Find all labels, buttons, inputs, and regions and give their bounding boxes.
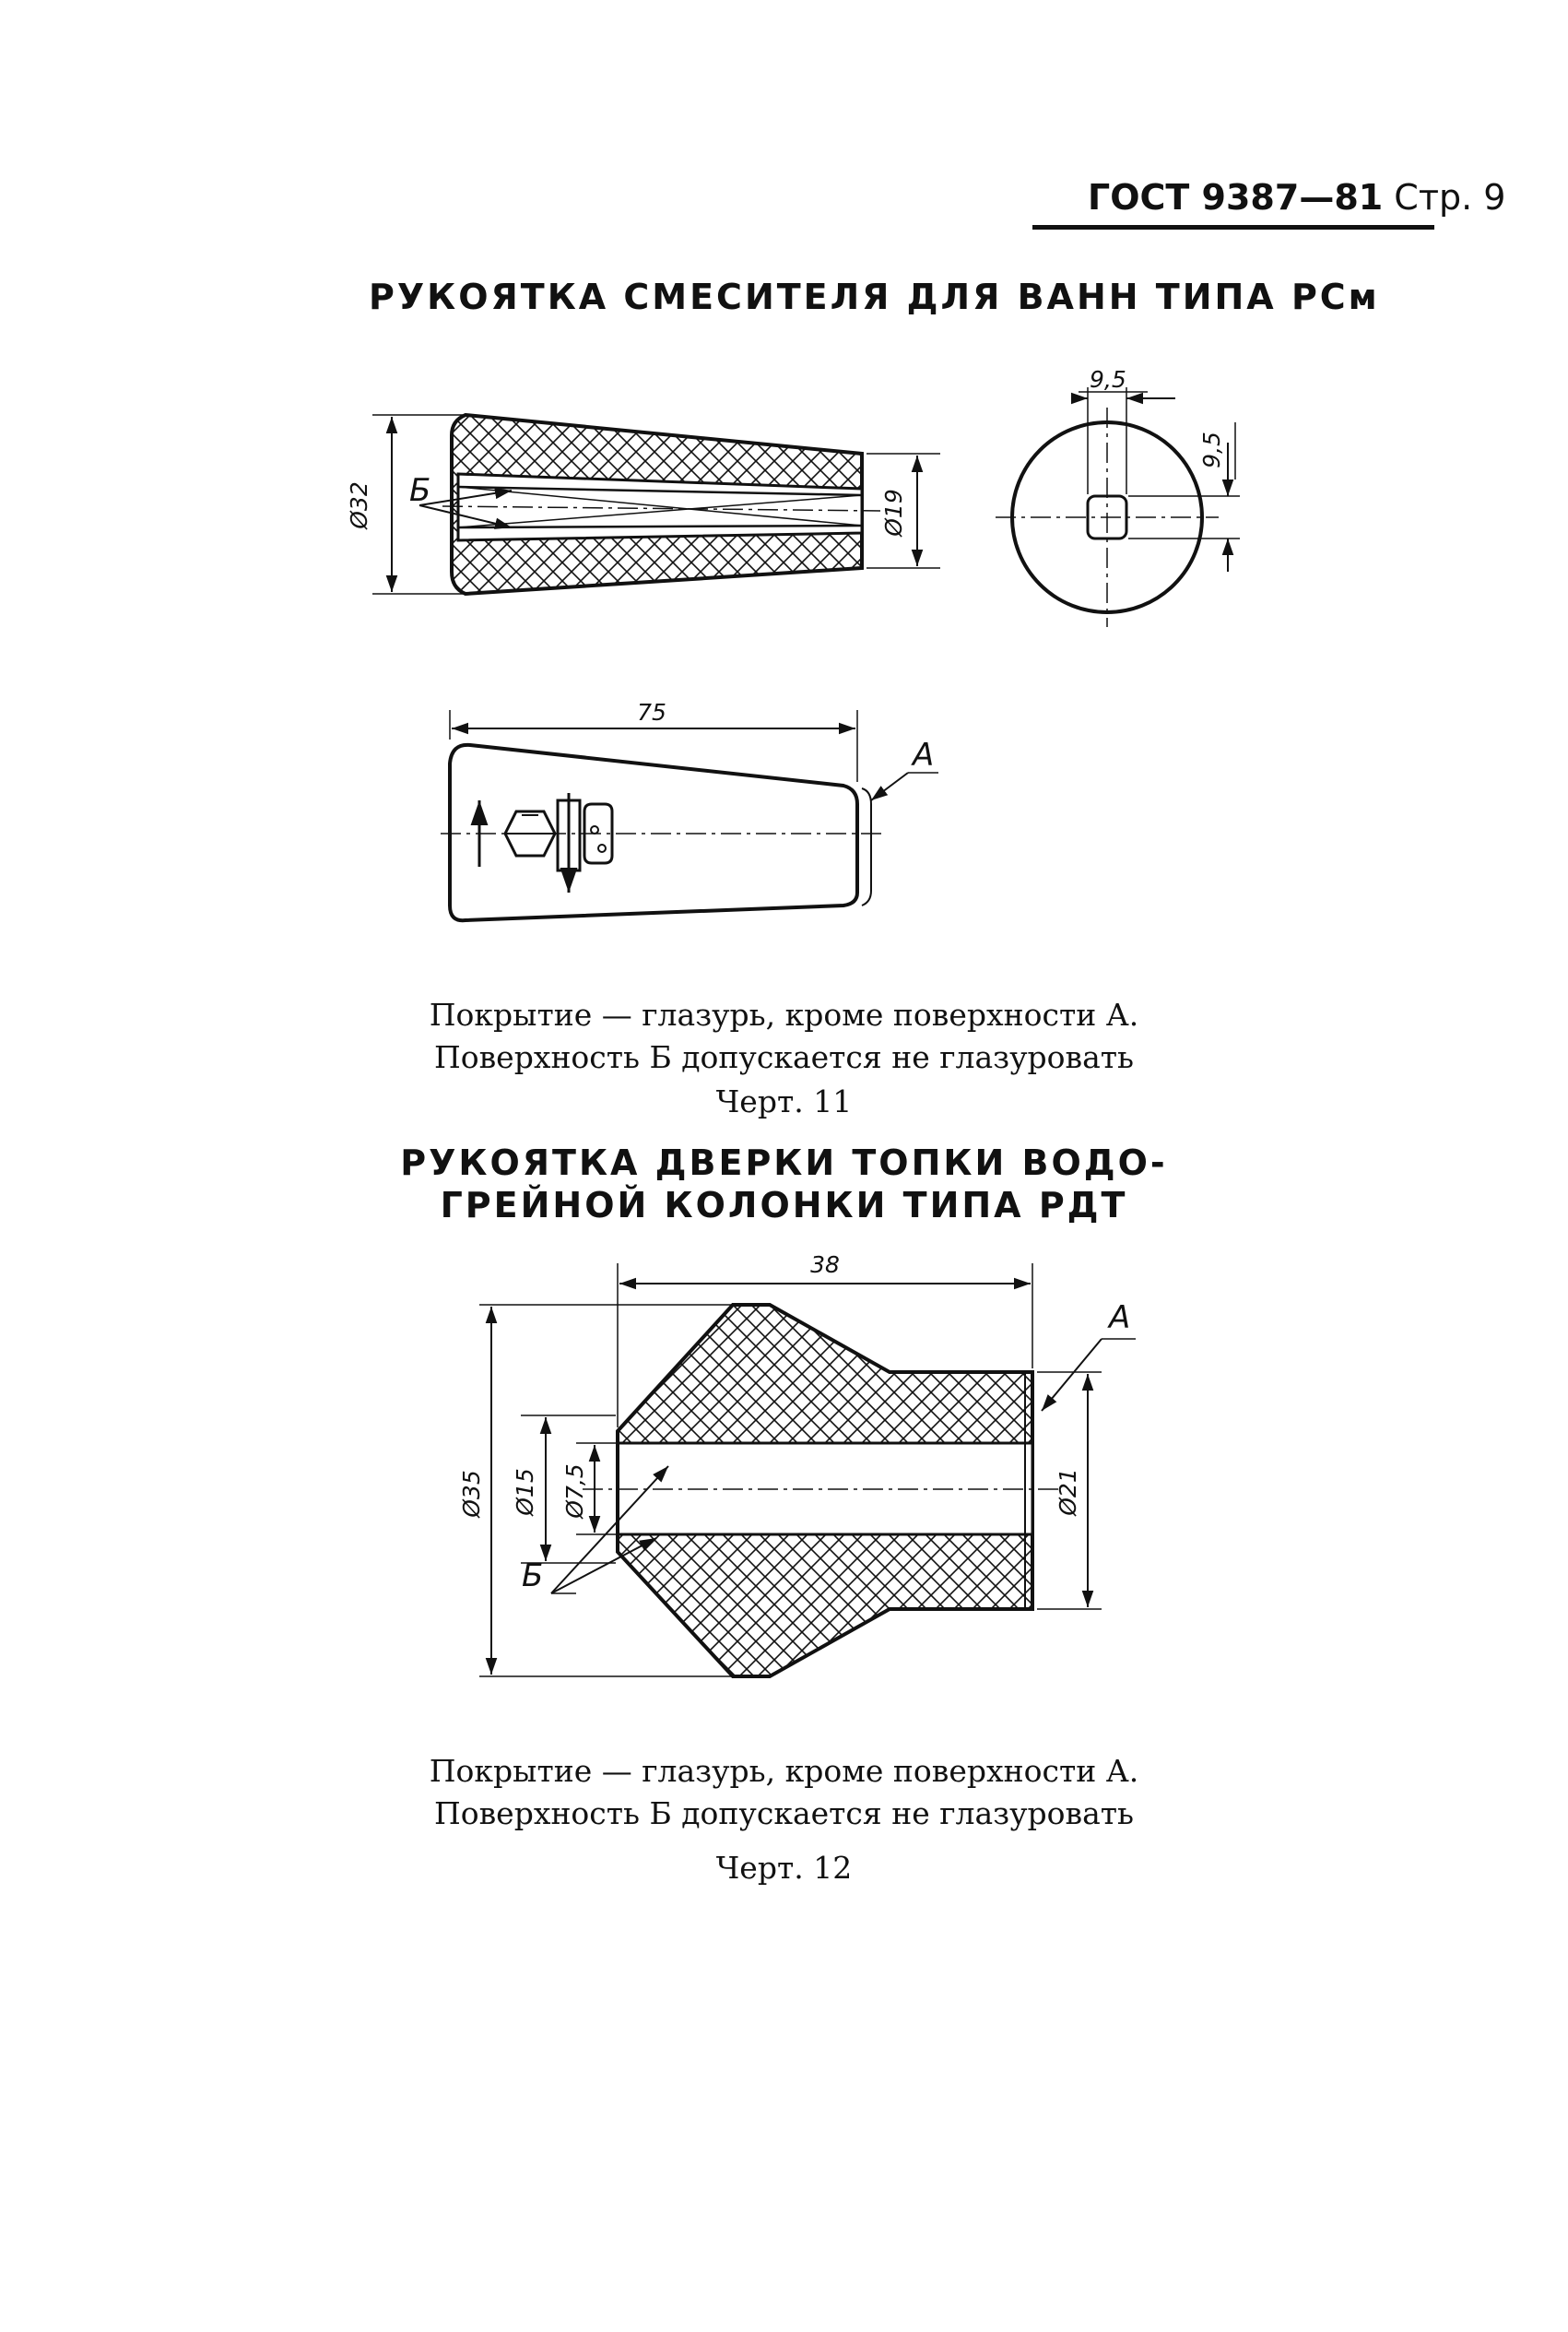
- section2-note-line2: Поверхность Б допускается не глазуровать: [433, 1795, 1135, 1831]
- dim-d-small: Ø19: [880, 489, 907, 538]
- dim12-d-neck: Ø21: [1055, 1468, 1081, 1517]
- section1-title: РУКОЯТКА СМЕСИТЕЛЯ ДЛЯ ВАНН ТИПА РСм: [369, 277, 1380, 317]
- section2-note-line1: Покрытие — глазурь, кроме поверхности А.: [429, 1753, 1139, 1789]
- dim12-d-inner: Ø7,5: [561, 1463, 588, 1519]
- section2-title-line1: РУКОЯТКА ДВЕРКИ ТОПКИ ВОДО-: [400, 1142, 1168, 1183]
- dim-d-large: Ø32: [346, 481, 372, 530]
- section1-note: Покрытие — глазурь, кроме поверхности А.…: [0, 994, 1568, 1079]
- drawing11-plan-view: [441, 710, 938, 923]
- dim12-d-bore: Ø15: [512, 1468, 538, 1517]
- section2-title-line2: ГРЕЙНОЙ КОЛОНКИ ТИПА РДТ: [440, 1185, 1128, 1225]
- dim12-length: 38: [810, 1251, 840, 1278]
- dim-square-h: 9,5: [1198, 432, 1225, 468]
- header-rule: [1032, 225, 1434, 230]
- drawing12-section: [479, 1263, 1136, 1678]
- drawing11-end-view: [996, 387, 1240, 627]
- page-header: ГОСТ 9387—81 Стр. 9: [1088, 177, 1505, 218]
- label-surface-a-2: А: [1107, 1299, 1130, 1336]
- dim-square-w: 9,5: [1090, 366, 1126, 393]
- dim12-d-outer: Ø35: [458, 1470, 485, 1519]
- label-surface-b-1: Б: [409, 472, 430, 509]
- label-surface-a-1: А: [911, 737, 934, 774]
- dim-length: 75: [637, 699, 666, 726]
- section1-note-line2: Поверхность Б допускается не глазуровать: [433, 1039, 1135, 1075]
- section2-note: Покрытие — глазурь, кроме поверхности А.…: [0, 1750, 1568, 1835]
- section1-caption: Черт. 11: [715, 1083, 853, 1119]
- page-number: Стр. 9: [1394, 177, 1506, 218]
- section1-note-line1: Покрытие — глазурь, кроме поверхности А.: [429, 997, 1139, 1033]
- drawing11-section: [372, 412, 940, 597]
- standard-number: ГОСТ 9387—81: [1088, 177, 1384, 218]
- section2-title: РУКОЯТКА ДВЕРКИ ТОПКИ ВОДО- ГРЕЙНОЙ КОЛО…: [0, 1142, 1568, 1226]
- section2-caption: Черт. 12: [715, 1850, 853, 1886]
- label-surface-b-2: Б: [522, 1557, 543, 1594]
